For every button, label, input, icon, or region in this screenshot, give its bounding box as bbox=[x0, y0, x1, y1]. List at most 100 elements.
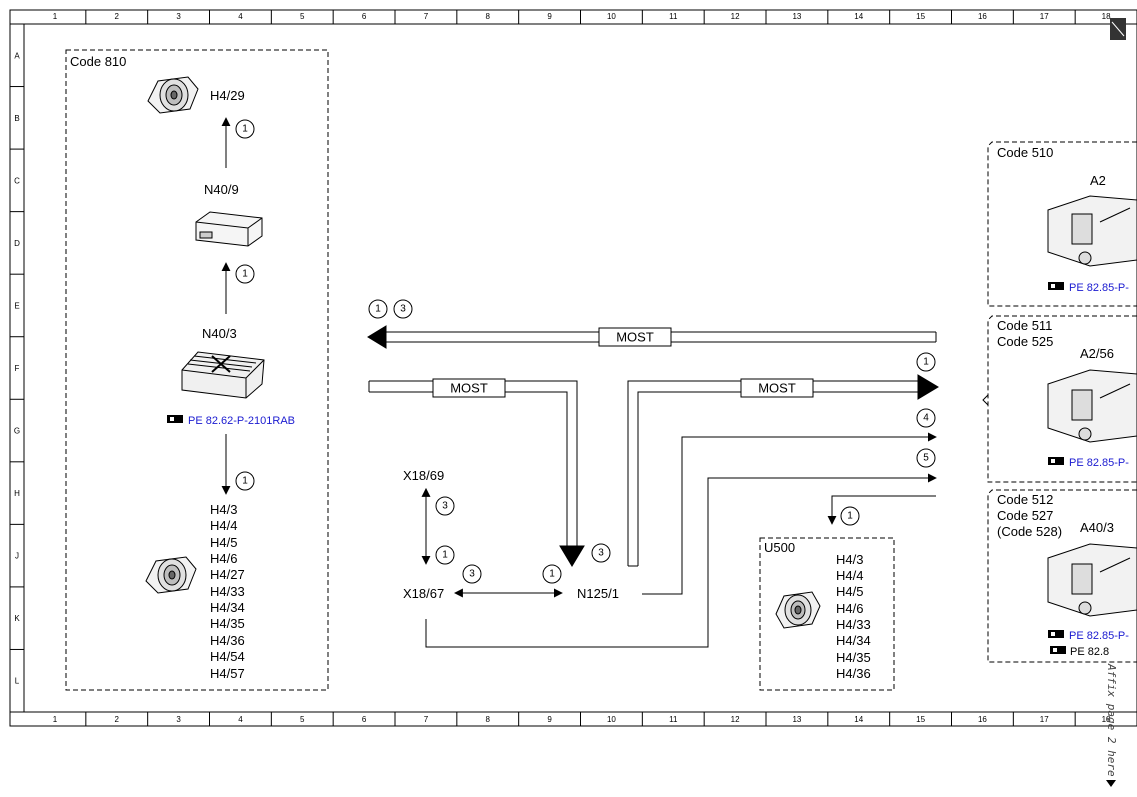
column-label: 7 bbox=[424, 715, 429, 724]
head-unit-a2-icon bbox=[1047, 195, 1137, 267]
column-label: 5 bbox=[300, 715, 305, 724]
marker-1: 1 bbox=[235, 264, 255, 284]
code512-box bbox=[987, 489, 1137, 663]
svg-text:5: 5 bbox=[923, 453, 929, 464]
marker-5: 5 bbox=[916, 448, 936, 468]
code510-reference-link[interactable]: PE 82.85-P- bbox=[1069, 282, 1129, 294]
marker-1: 1 bbox=[542, 564, 562, 584]
row-label: E bbox=[14, 301, 19, 310]
speaker-icon bbox=[775, 591, 821, 629]
most-left-label: MOST bbox=[450, 381, 488, 396]
page-badge-icon bbox=[1110, 18, 1126, 40]
reference-icon bbox=[167, 415, 183, 423]
column-label: 1 bbox=[53, 715, 58, 724]
speaker-label: H4/4 bbox=[210, 518, 237, 533]
column-label: 4 bbox=[238, 715, 243, 724]
column-label: 10 bbox=[607, 715, 616, 724]
code810-speaker-list: H4/3 H4/4 H4/5 H4/6 H4/27 H4/33 H4/34 H4… bbox=[210, 502, 245, 681]
speaker-label: H4/35 bbox=[836, 650, 871, 665]
row-label: J bbox=[15, 552, 19, 561]
code512-reference-link[interactable]: PE 82.85-P- bbox=[1069, 630, 1129, 642]
speaker-icon bbox=[147, 76, 199, 114]
column-label: 13 bbox=[792, 12, 801, 21]
column-label: 16 bbox=[978, 12, 987, 21]
reference-icon bbox=[1048, 282, 1064, 290]
column-label: 15 bbox=[916, 12, 925, 21]
code512-title: Code 512 bbox=[997, 492, 1053, 507]
svg-text:3: 3 bbox=[598, 548, 604, 559]
row-label: G bbox=[14, 427, 20, 436]
most-label-box bbox=[432, 378, 506, 398]
most-bus-right bbox=[627, 374, 939, 567]
signal-line-4 bbox=[642, 432, 937, 595]
n40-3-label: N40/3 bbox=[202, 326, 237, 341]
u500-speaker-list: H4/3 H4/4 H4/5 H4/6 H4/33 H4/34 H4/35 H4… bbox=[836, 552, 871, 681]
a40-3-label: A40/3 bbox=[1080, 520, 1114, 535]
most-label-box bbox=[598, 327, 672, 347]
speaker-label: H4/36 bbox=[210, 633, 245, 648]
marker-1: 1 bbox=[840, 506, 860, 526]
row-label: K bbox=[14, 614, 20, 623]
speaker-label: H4/27 bbox=[210, 567, 245, 582]
h4-29-label: H4/29 bbox=[210, 88, 245, 103]
most-top-label: MOST bbox=[616, 330, 654, 345]
row-label: D bbox=[14, 239, 20, 248]
speaker-label: H4/34 bbox=[836, 633, 871, 648]
speaker-label: H4/3 bbox=[210, 502, 237, 517]
column-label: 8 bbox=[486, 715, 491, 724]
marker-3: 3 bbox=[435, 496, 455, 516]
code511-title: Code 511 bbox=[997, 318, 1052, 333]
speaker-label: H4/6 bbox=[210, 551, 237, 566]
column-label: 16 bbox=[978, 715, 987, 724]
column-label: 14 bbox=[854, 715, 863, 724]
column-label: 9 bbox=[547, 715, 552, 724]
code511-reference-link[interactable]: PE 82.85-P- bbox=[1069, 457, 1129, 469]
speaker-label: H4/35 bbox=[210, 616, 245, 631]
speaker-label: H4/4 bbox=[836, 568, 863, 583]
column-label: 5 bbox=[300, 12, 305, 21]
affix-note: Affix page 2 here bbox=[1105, 663, 1118, 777]
svg-text:3: 3 bbox=[400, 304, 406, 315]
marker-1: 1 bbox=[916, 352, 936, 372]
signal-line-5 bbox=[425, 473, 937, 648]
code810-reference-link[interactable]: PE 82.62-P-2101RAB bbox=[188, 415, 295, 427]
head-unit-a2-56-icon bbox=[1047, 369, 1137, 443]
column-label: 11 bbox=[669, 12, 678, 21]
column-label: 11 bbox=[669, 715, 678, 724]
column-label: 1 bbox=[53, 12, 58, 21]
speaker-label: H4/34 bbox=[210, 600, 245, 615]
column-label: 7 bbox=[424, 12, 429, 21]
u500-title: U500 bbox=[764, 540, 795, 555]
speaker-label: H4/5 bbox=[210, 535, 237, 550]
a2-56-label: A2/56 bbox=[1080, 346, 1114, 361]
marker-3: 3 bbox=[591, 543, 611, 563]
x18-69-label: X18/69 bbox=[403, 468, 444, 483]
brace bbox=[982, 394, 989, 406]
column-label: 2 bbox=[115, 715, 120, 724]
column-label: 12 bbox=[731, 715, 740, 724]
column-label: 3 bbox=[176, 12, 181, 21]
marker-1: 1 bbox=[235, 471, 255, 491]
column-label: 10 bbox=[607, 12, 616, 21]
svg-text:1: 1 bbox=[242, 476, 248, 487]
n125-1-label: N125/1 bbox=[577, 586, 619, 601]
speaker-label: H4/5 bbox=[836, 584, 863, 599]
row-label: B bbox=[14, 114, 19, 123]
code525-title: Code 525 bbox=[997, 334, 1053, 349]
column-label: 17 bbox=[1040, 715, 1049, 724]
column-label: 9 bbox=[547, 12, 552, 21]
marker-1: 1 bbox=[368, 299, 388, 319]
column-label: 18 bbox=[1102, 12, 1111, 21]
code512-reference-link-2[interactable]: PE 82.8 bbox=[1070, 646, 1109, 658]
u500-box bbox=[759, 537, 895, 691]
most-bus-left bbox=[368, 380, 585, 567]
speaker-label: H4/6 bbox=[836, 601, 863, 616]
speaker-label: H4/33 bbox=[210, 584, 245, 599]
code810-box bbox=[65, 49, 329, 691]
marker-3: 3 bbox=[462, 564, 482, 584]
column-ticks: 1122334455667788991010111112121313141415… bbox=[53, 10, 1137, 726]
marker-3: 3 bbox=[393, 299, 413, 319]
code510-title: Code 510 bbox=[997, 145, 1053, 160]
reference-icon bbox=[1048, 457, 1064, 465]
